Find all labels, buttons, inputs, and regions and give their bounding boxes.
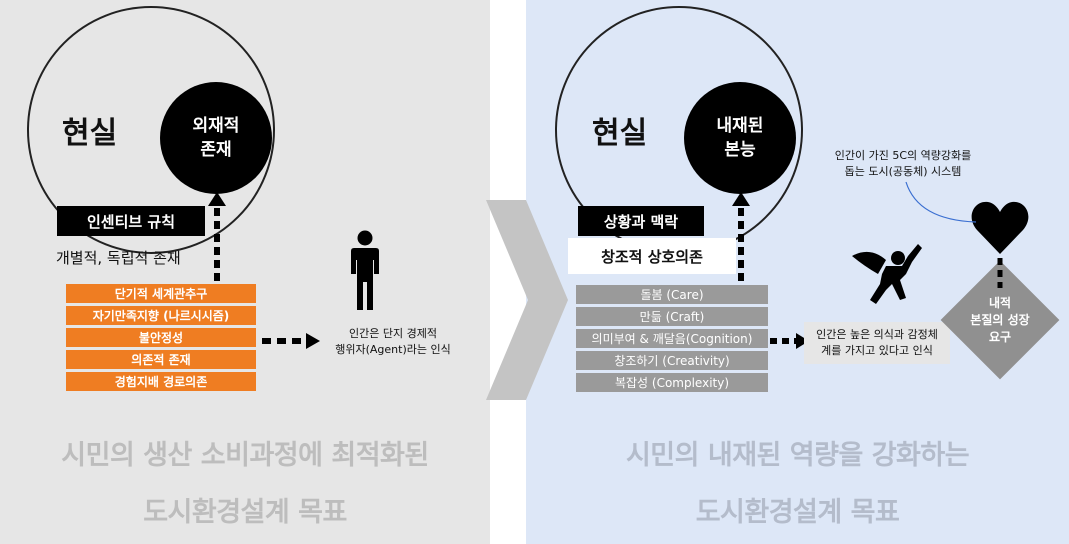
left-item-row: 의존적 존재 — [66, 350, 256, 369]
right-item-row: 만듦 (Craft) — [576, 307, 768, 326]
superhero-icon — [852, 244, 922, 304]
reality-label: 현실 — [62, 116, 118, 151]
dotted-up-arrow-icon — [208, 192, 226, 286]
individual-existence-label: 개별적, 독립적 존재 — [56, 249, 181, 267]
right-item-row: 복잡성 (Complexity) — [576, 373, 768, 392]
left-item-row: 단기적 세계관추구 — [66, 284, 256, 303]
system-note: 인간이 가진 5C의 역량강화를 돕는 도시(공동체) 시스템 — [834, 149, 972, 178]
chevron-arrow-icon — [486, 200, 568, 400]
left-headline-line2: 도시환경설계 목표 — [143, 497, 347, 528]
external-existence-circle: 외재적 존재 — [160, 82, 272, 194]
reality-label: 현실 — [592, 116, 648, 151]
dotted-connector — [997, 258, 1003, 288]
reality-circle — [27, 6, 275, 254]
context-label: 상황과 맥락 — [578, 206, 704, 236]
inner-growth-label: 내적 본질의 성장 요구 — [970, 295, 1030, 344]
right-headline-line1: 시민의 내재된 역량을 강화하는 — [625, 440, 970, 471]
person-icon — [351, 230, 379, 310]
left-item-row: 자기만족지향 (나르시시즘) — [66, 306, 256, 325]
inherent-instinct-label: 내재된 본능 — [716, 116, 764, 160]
right-item-row: 창조하기 (Creativity) — [576, 351, 768, 370]
heart-icon — [971, 201, 1029, 254]
right-item-row: 돌봄 (Care) — [576, 285, 768, 304]
consciousness-note: 인간은 높은 의식과 감정체 계를 가지고 있다고 인식 — [804, 322, 950, 364]
inherent-instinct-circle: 내재된 본능 — [684, 82, 796, 194]
economic-agent-note: 인간은 단지 경제적 행위자(Agent)라는 인식 — [335, 327, 451, 356]
dotted-up-arrow-icon — [732, 192, 750, 286]
dotted-right-arrow-icon — [770, 333, 809, 349]
left-headline-line1: 시민의 생산 소비과정에 최적화된 — [61, 440, 429, 471]
right-item-row: 의미부여 & 깨달음(Cognition) — [576, 329, 768, 348]
dotted-right-arrow-icon — [262, 333, 320, 349]
connector-curve — [905, 181, 977, 223]
external-existence-label: 외재적 존재 — [192, 116, 240, 160]
left-item-row: 경험지배 경로의존 — [66, 372, 256, 391]
incentive-rule-label: 인센티브 규칙 — [57, 206, 205, 236]
left-item-row: 불안정성 — [66, 328, 256, 347]
right-headline-line2: 도시환경설계 목표 — [695, 497, 900, 528]
creative-interdependence-label: 창조적 상호의존 — [568, 238, 736, 274]
